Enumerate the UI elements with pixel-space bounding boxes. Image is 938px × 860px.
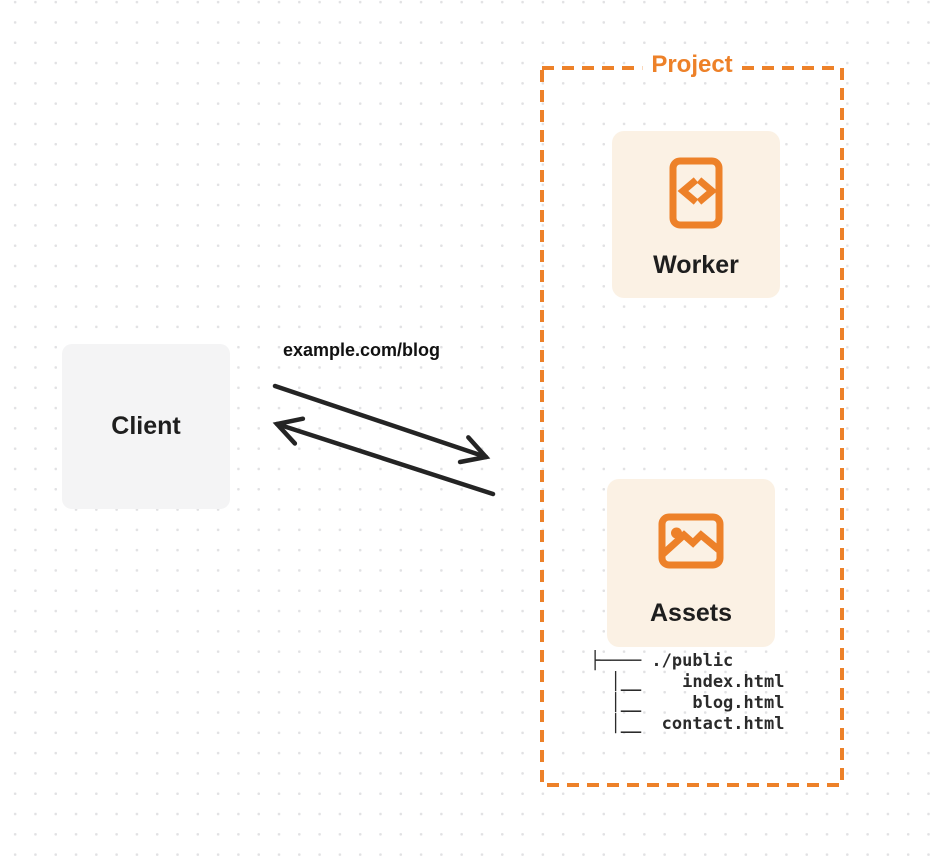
assets-label: Assets bbox=[650, 599, 732, 627]
request-arrow-icon bbox=[272, 383, 491, 465]
assets-icon-wrap bbox=[658, 507, 724, 575]
response-arrow-icon bbox=[272, 416, 496, 497]
client-box: Client bbox=[62, 344, 230, 509]
worker-label: Worker bbox=[653, 251, 739, 279]
project-boundary: Project Worker Assets ├──── ./p bbox=[540, 51, 844, 787]
image-icon bbox=[658, 513, 724, 569]
file-tree: ├──── ./public │__ index.html │__ blog.h… bbox=[590, 651, 785, 734]
assets-card: Assets bbox=[607, 479, 775, 647]
request-url-label: example.com/blog bbox=[283, 340, 441, 360]
worker-icon-wrap bbox=[669, 157, 723, 229]
worker-card: Worker bbox=[612, 131, 780, 298]
client-label: Client bbox=[111, 412, 181, 440]
project-title: Project bbox=[642, 51, 742, 79]
code-icon bbox=[669, 157, 723, 229]
